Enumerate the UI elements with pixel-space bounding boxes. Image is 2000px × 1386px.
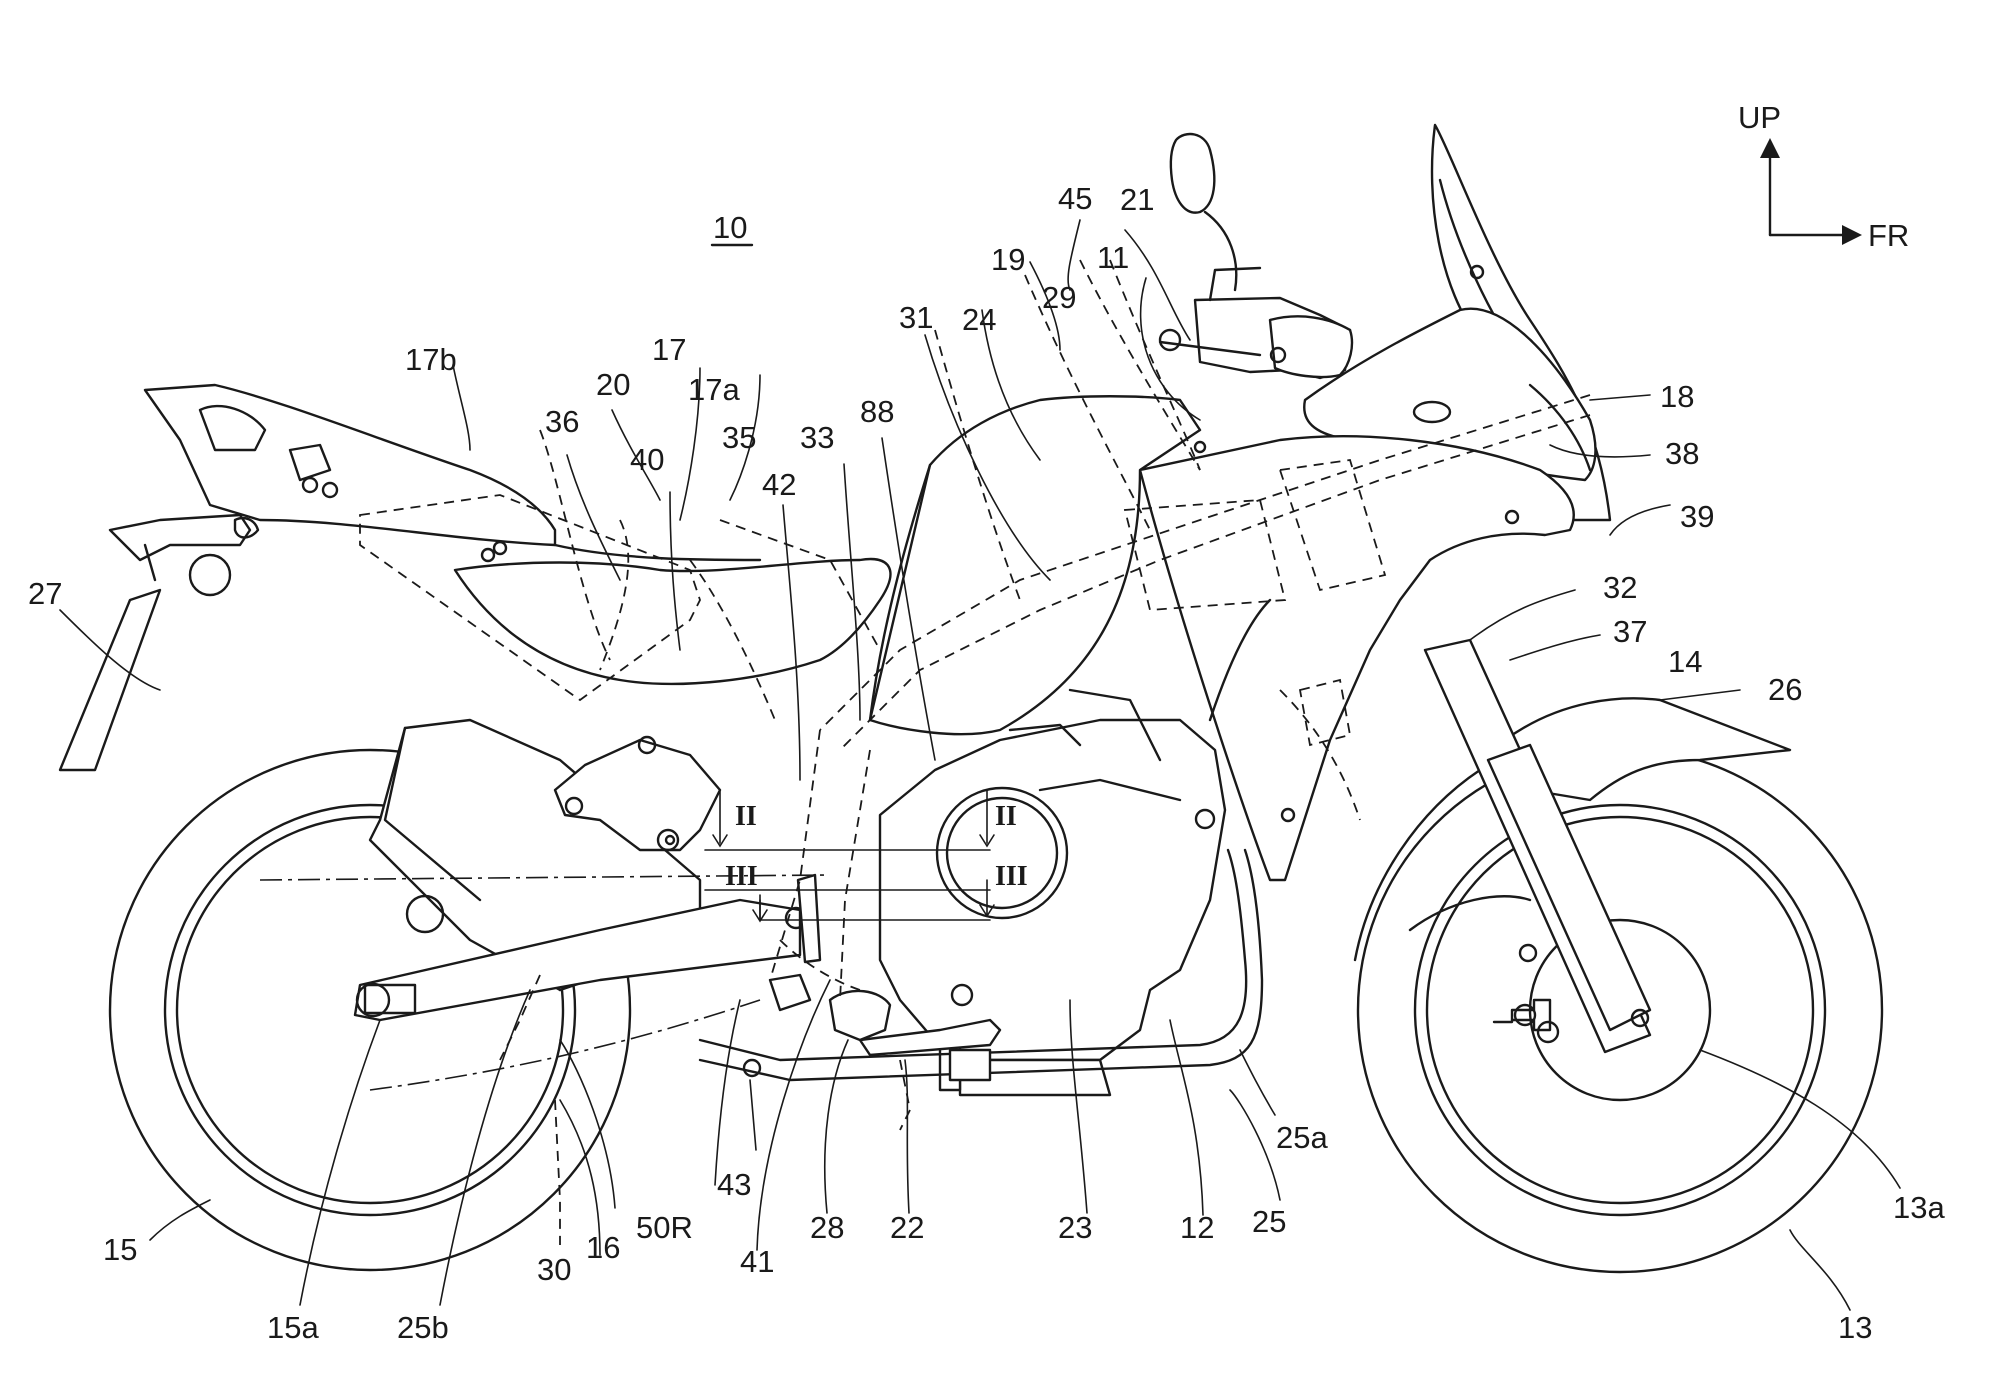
label-27: 27 bbox=[28, 576, 62, 611]
exhaust-pipe bbox=[698, 848, 1264, 1082]
label-26: 26 bbox=[1768, 672, 1802, 707]
section-markers: II II III III bbox=[704, 789, 1028, 923]
label-33: 33 bbox=[800, 420, 834, 455]
leader-lines bbox=[59, 219, 1901, 1311]
front-fork bbox=[1408, 638, 1652, 1054]
section-mark-III-left: III bbox=[725, 861, 758, 892]
label-88: 88 bbox=[860, 394, 894, 429]
label-32: 32 bbox=[1603, 570, 1637, 605]
license-bracket bbox=[58, 513, 260, 772]
figure-reference: 10 bbox=[710, 210, 754, 247]
label-45: 45 bbox=[1058, 181, 1092, 216]
label-19: 19 bbox=[991, 242, 1025, 277]
label-21: 21 bbox=[1120, 182, 1154, 217]
label-41: 41 bbox=[740, 1244, 774, 1279]
label-39: 39 bbox=[1680, 499, 1714, 534]
direction-front-label: FR bbox=[1868, 218, 1909, 253]
label-36: 36 bbox=[545, 404, 579, 439]
label-31: 31 bbox=[899, 300, 933, 335]
label-17b: 17b bbox=[405, 342, 457, 377]
mirror-and-handlebar bbox=[1158, 132, 1354, 380]
tail-section bbox=[143, 383, 762, 563]
direction-indicator: UP FR bbox=[1738, 100, 1909, 253]
section-mark-III-right: III bbox=[995, 861, 1028, 892]
label-13a: 13a bbox=[1893, 1190, 1945, 1225]
label-14: 14 bbox=[1668, 644, 1702, 679]
label-40: 40 bbox=[630, 442, 664, 477]
label-42: 42 bbox=[762, 467, 796, 502]
label-23: 23 bbox=[1058, 1210, 1092, 1245]
label-25a: 25a bbox=[1276, 1120, 1328, 1155]
label-29: 29 bbox=[1042, 280, 1076, 315]
figure-reference-number: 10 bbox=[713, 210, 747, 245]
label-43: 43 bbox=[717, 1167, 751, 1202]
swingarm bbox=[353, 894, 802, 1022]
label-24: 24 bbox=[962, 302, 996, 337]
label-17: 17 bbox=[652, 332, 686, 367]
direction-up-label: UP bbox=[1738, 100, 1781, 135]
label-50R: 50R bbox=[636, 1210, 693, 1245]
label-28: 28 bbox=[810, 1210, 844, 1245]
label-30: 30 bbox=[537, 1252, 571, 1287]
label-12: 12 bbox=[1180, 1210, 1214, 1245]
label-11: 11 bbox=[1097, 240, 1129, 275]
label-38: 38 bbox=[1665, 436, 1699, 471]
label-15a: 15a bbox=[267, 1310, 319, 1345]
label-22: 22 bbox=[890, 1210, 924, 1245]
side-shroud bbox=[1138, 435, 1575, 882]
label-25b: 25b bbox=[397, 1310, 449, 1345]
label-20: 20 bbox=[596, 367, 630, 402]
reference-labels: 45 21 11 19 29 31 24 18 38 39 32 37 14 2… bbox=[28, 181, 1945, 1345]
fuel-tank bbox=[868, 395, 1202, 736]
footpeg-bracket bbox=[553, 735, 722, 852]
label-35: 35 bbox=[722, 420, 756, 455]
label-15: 15 bbox=[103, 1232, 137, 1267]
label-18: 18 bbox=[1660, 379, 1694, 414]
section-mark-II-left: II bbox=[735, 801, 757, 832]
label-17a: 17a bbox=[688, 372, 740, 407]
seat bbox=[453, 557, 892, 686]
label-16: 16 bbox=[586, 1230, 620, 1265]
hidden-components bbox=[259, 259, 1591, 1245]
front-fender bbox=[1353, 697, 1792, 962]
shift-pedal-area bbox=[742, 873, 1002, 1082]
section-mark-II-right: II bbox=[995, 801, 1017, 832]
label-37: 37 bbox=[1613, 614, 1647, 649]
label-13: 13 bbox=[1838, 1310, 1872, 1345]
label-25: 25 bbox=[1252, 1204, 1286, 1239]
